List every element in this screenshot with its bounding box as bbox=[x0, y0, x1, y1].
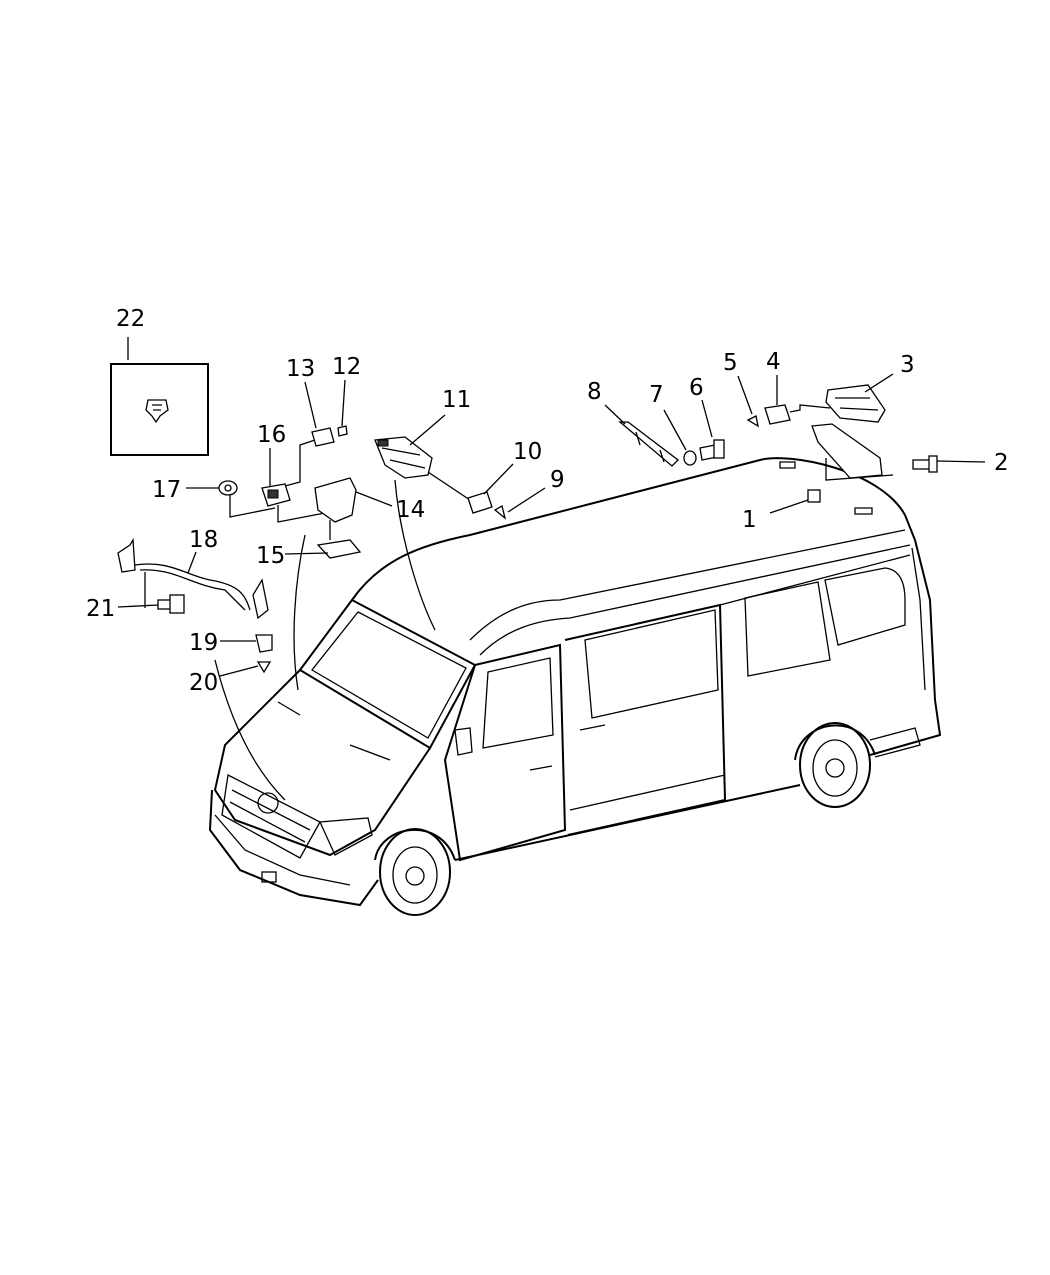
callout-13: 13 bbox=[286, 356, 315, 382]
callout-22: 22 bbox=[116, 306, 145, 332]
part-15-plate bbox=[316, 539, 362, 559]
part-10-connector bbox=[467, 491, 493, 514]
part-14-bracket bbox=[314, 477, 357, 523]
part-16-sensor bbox=[229, 439, 331, 523]
callout-15: 15 bbox=[256, 543, 285, 569]
callout-6: 6 bbox=[689, 375, 704, 401]
part-22-inset-frame bbox=[110, 363, 209, 456]
part-9-pin bbox=[493, 505, 507, 520]
part-22-clip bbox=[145, 399, 169, 424]
callout-9: 9 bbox=[550, 467, 565, 493]
callout-2: 2 bbox=[994, 450, 1009, 476]
callout-14: 14 bbox=[396, 497, 425, 523]
callout-21: 21 bbox=[86, 596, 115, 622]
callout-12: 12 bbox=[332, 354, 361, 380]
parts-group bbox=[110, 363, 938, 801]
part-11-assembly bbox=[374, 436, 471, 631]
callout-10: 10 bbox=[513, 439, 542, 465]
callout-8: 8 bbox=[587, 379, 602, 405]
part-12-clip bbox=[337, 425, 348, 437]
callout-19: 19 bbox=[189, 630, 218, 656]
callout-1: 1 bbox=[742, 507, 757, 533]
part-4-connector bbox=[764, 404, 791, 425]
part-20-clip bbox=[256, 661, 272, 674]
callout-18: 18 bbox=[189, 527, 218, 553]
callout-3: 3 bbox=[900, 352, 915, 378]
callout-5: 5 bbox=[723, 350, 738, 376]
part-13-connector bbox=[311, 427, 335, 447]
callout-4: 4 bbox=[766, 349, 781, 375]
part-8-rail bbox=[618, 421, 679, 467]
part-3-module bbox=[825, 384, 886, 423]
part-2-bolt bbox=[912, 455, 938, 473]
callout-11: 11 bbox=[442, 387, 471, 413]
leader-lines bbox=[117, 337, 986, 677]
part-console-housing bbox=[811, 423, 883, 479]
part-19-connector bbox=[255, 634, 273, 653]
part-17-nut bbox=[218, 480, 238, 496]
part-18-harness bbox=[117, 537, 269, 620]
part-6-bolt bbox=[699, 439, 725, 461]
part-7-washer bbox=[683, 450, 697, 466]
callout-labels: 1 2 3 4 5 6 7 8 9 10 11 12 13 14 15 16 1… bbox=[86, 306, 1009, 696]
callout-16: 16 bbox=[257, 422, 286, 448]
callout-17: 17 bbox=[152, 477, 181, 503]
part-5-clip bbox=[746, 415, 759, 428]
part-21-bolt bbox=[157, 594, 185, 614]
callout-20: 20 bbox=[189, 670, 218, 696]
callout-7: 7 bbox=[649, 382, 664, 408]
van-illustration bbox=[208, 457, 942, 916]
part-1-fastener bbox=[807, 489, 821, 503]
